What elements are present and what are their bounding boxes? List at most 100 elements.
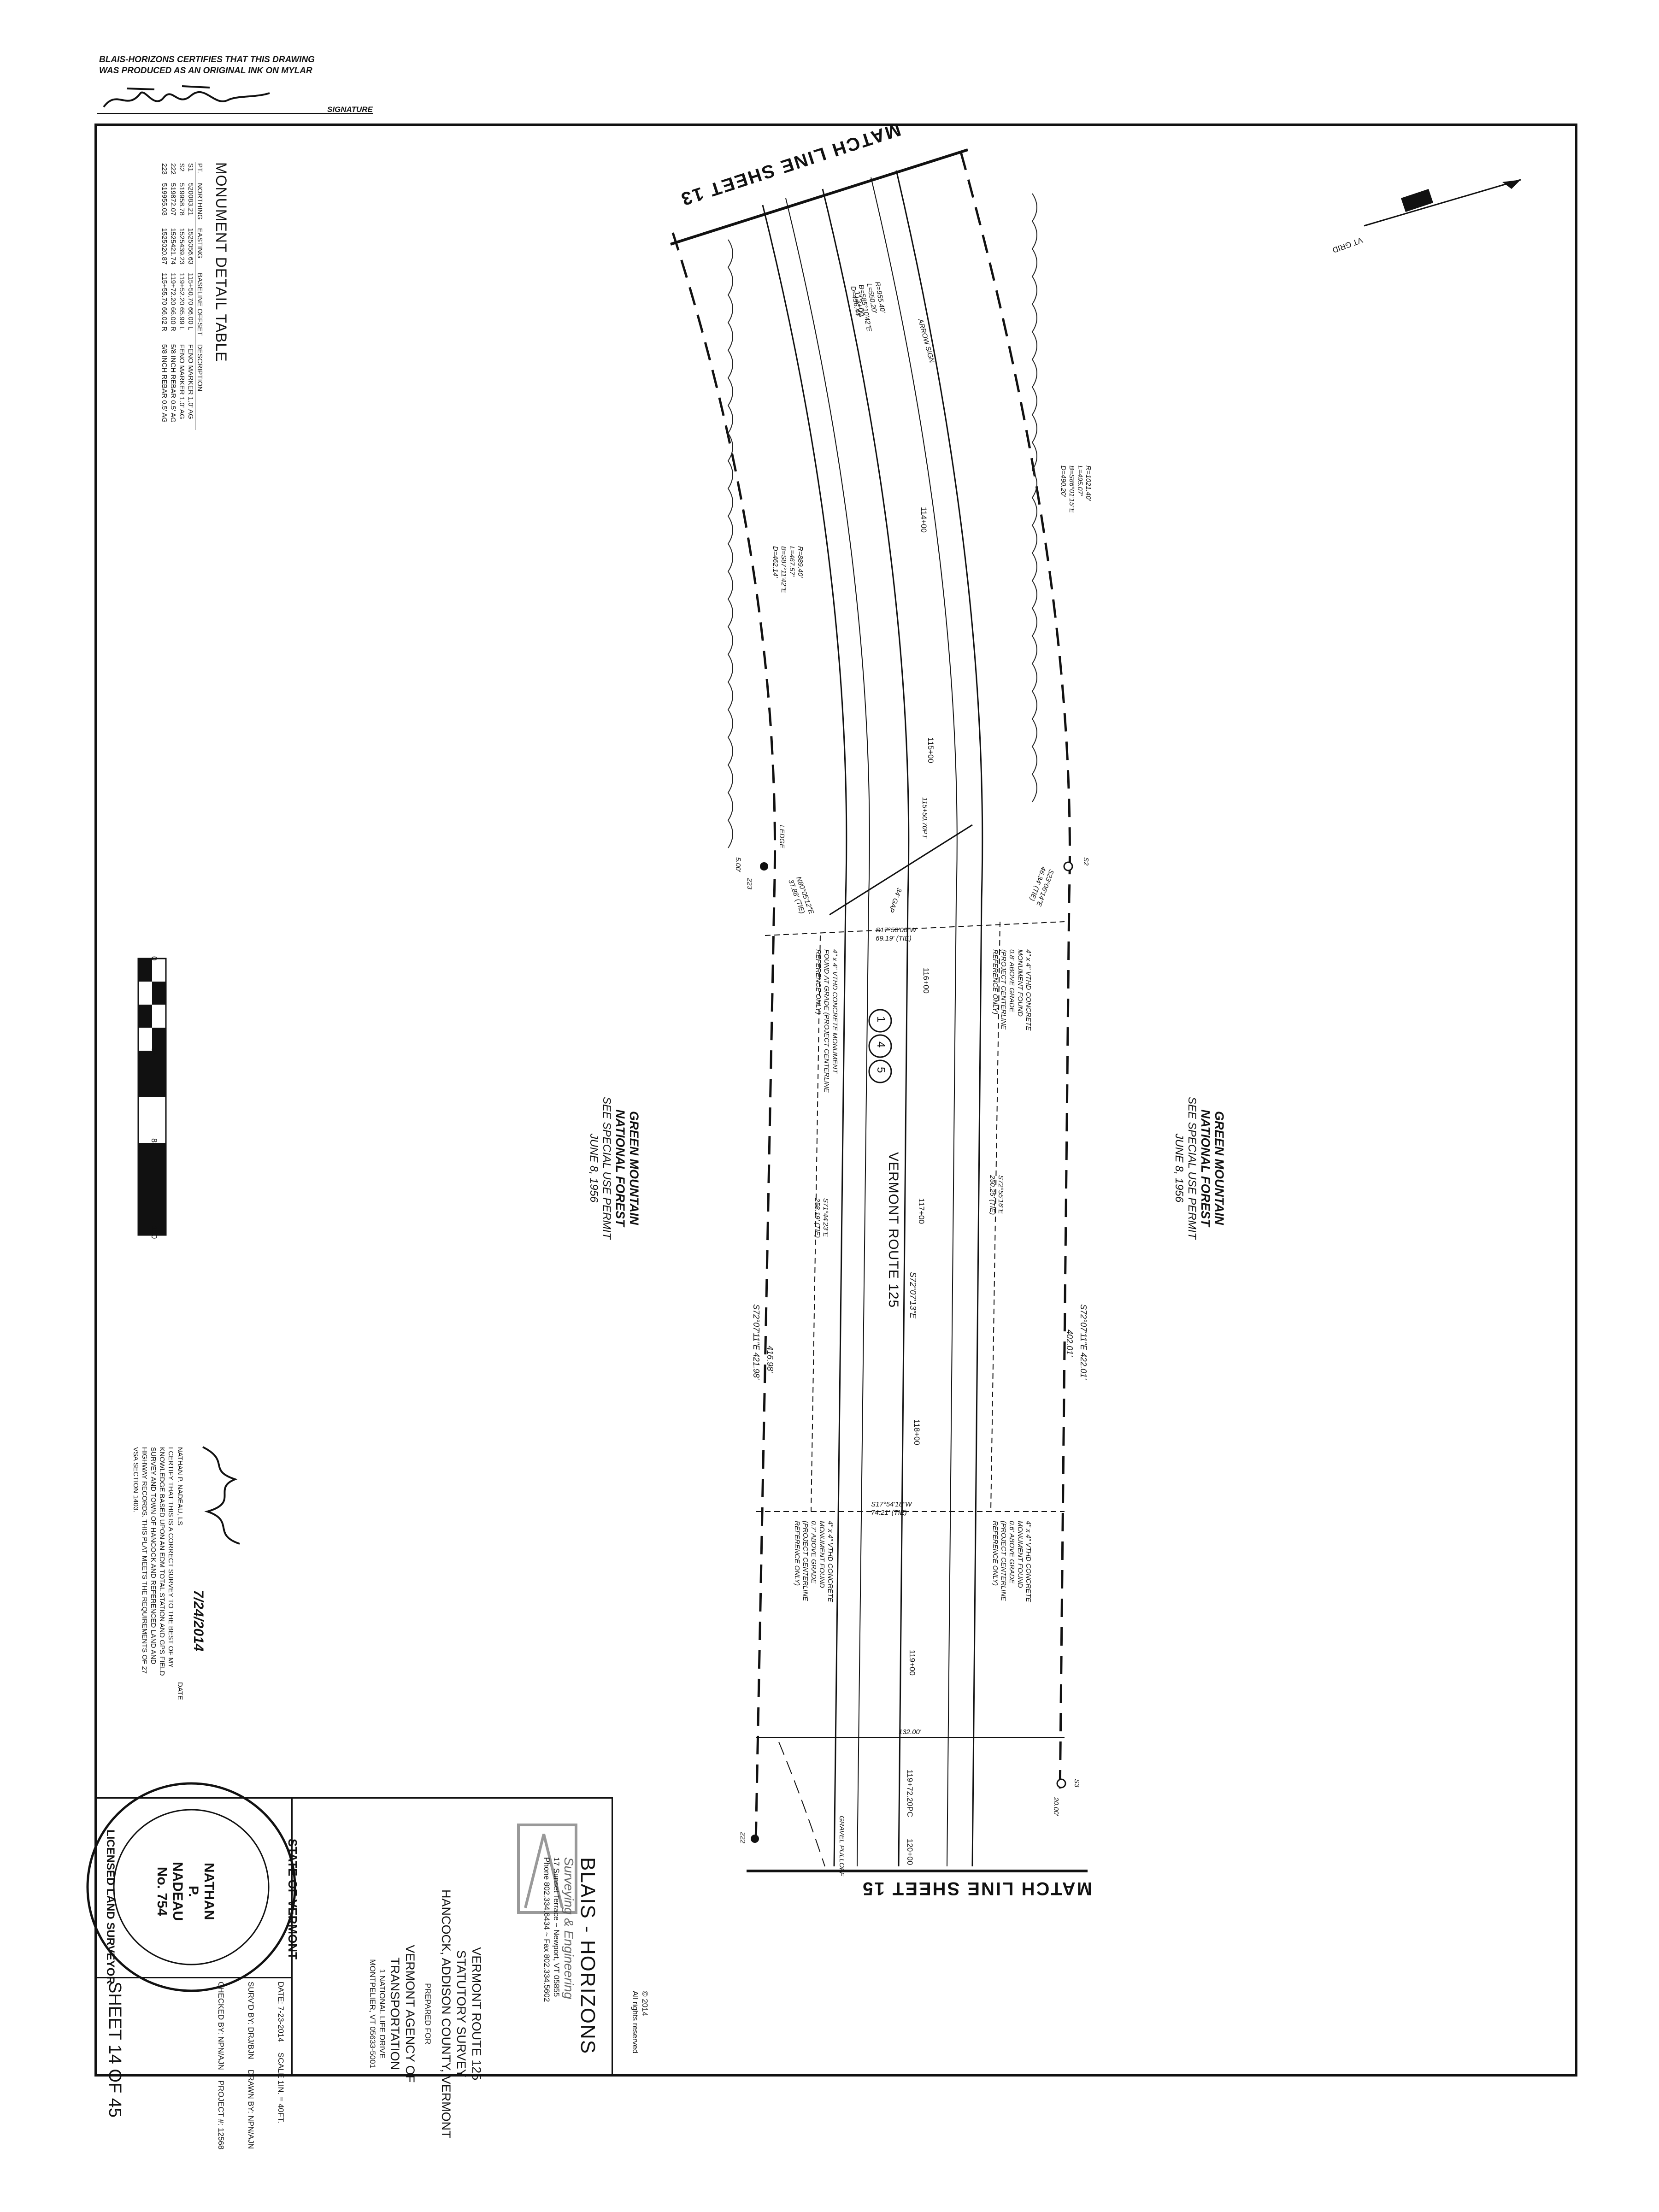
monument-s3-marker <box>1056 1778 1066 1788</box>
route-shield-circle-2 <box>868 1034 892 1058</box>
monument-note-3: 4" x 4" VTHD CONCRETE MONUMENT FOUND 0.6… <box>991 1521 1032 1602</box>
project-number-label: PROJECT #: <box>217 2080 225 2126</box>
monument-223-marker <box>760 862 768 871</box>
project-block: VERMONT ROUTE 125 STATUTORY SURVEY HANCO… <box>368 1889 484 2138</box>
scale-tick-120: 120 <box>150 1226 159 1239</box>
note-line: 0.6' ABOVE GRADE <box>1008 1521 1016 1584</box>
route-shield-1: 1 <box>875 1016 887 1023</box>
monument-note-4: 4" x 4" VTHD CONCRETE MONUMENT FOUND 0.7… <box>793 1521 834 1602</box>
scale-seg <box>152 1028 166 1051</box>
dimension-5-label: 5.00' <box>734 857 742 872</box>
copyright-rights: All rights reserved <box>631 1991 640 2054</box>
note-line: (PROJECT CENTERLINE <box>801 1521 809 1601</box>
seal-name-1: NATHAN <box>201 1862 217 1920</box>
note-line: 4" x 4" VTHD CONCRETE <box>1024 1521 1032 1602</box>
title-block-info-cell <box>94 1977 293 2077</box>
north-arrow-shaft <box>1364 179 1521 227</box>
match-line-13-stroke <box>670 148 968 246</box>
tie-3-distance: 250.25' (TIE) <box>988 1175 996 1215</box>
point-s3-label: S3 <box>1073 1779 1081 1788</box>
client-line-1: VERMONT AGENCY OF <box>403 1945 417 2083</box>
monument-note-2: 4" x 4" VTHD CONCRETE MONUMENT FOUND AT … <box>814 949 839 1093</box>
tie-3-bearing: S72°55'16"E <box>997 1175 1005 1214</box>
bearing-main: S72°07'13"E <box>908 1272 918 1319</box>
note-line: REFERENCE ONLY) <box>991 949 999 1015</box>
point-223-label: 223 <box>746 878 753 890</box>
ledge-label: LEDGE <box>778 825 786 848</box>
seal-center: NATHAN P. NADEAU No. 754 <box>154 1862 217 1921</box>
note-line: MONUMENT FOUND <box>1016 949 1024 1017</box>
info-row-checked: CHECKED BY: NPN/AJN PROJECT #: 12568 <box>216 1982 226 2149</box>
note-line: MONUMENT FOUND <box>1016 1521 1024 1588</box>
surveyor-date-label: DATE <box>176 1682 184 1700</box>
tie-2-distance: 74.21' (TIE) <box>871 1509 907 1517</box>
note-line: REFERENCE ONLY) <box>814 949 822 1015</box>
note-line: FOUND AT GRADE (PROJECT CENTERLINE <box>823 949 830 1093</box>
curve-data-north: R=1021.40' L=495.07' B=S86°01'15"E D=490… <box>1059 465 1092 513</box>
tie-line-3 <box>990 921 1000 1512</box>
point-222-label: 222 <box>739 1832 747 1844</box>
tie-2-bearing: S17°54'18"W <box>871 1500 912 1508</box>
curve-south-r: R=889.40' <box>796 546 804 578</box>
north-arrow-head <box>1502 180 1521 189</box>
curve-north-b: B=S86°01'15"E <box>1068 465 1076 513</box>
monument-s2-marker <box>1063 861 1073 871</box>
station-116: 116+00 <box>922 968 930 994</box>
signature-scribble <box>103 85 270 108</box>
tie-line-1 <box>765 921 1065 936</box>
monument-222-marker <box>751 1835 759 1843</box>
client-address-1: 1 NATIONAL LIFE DRIVE <box>378 1969 387 2059</box>
road-centerline <box>822 188 910 1867</box>
seal-number: No. 754 <box>154 1866 170 1916</box>
tie-2: S17°54'18"W 74.21' (TIE) <box>871 1500 912 1517</box>
firm-block: BLAIS - HORIZONS Surveying & Engineering… <box>542 1857 599 2054</box>
prepared-for: PREPARED FOR <box>424 1983 432 2045</box>
tie-4: S71°44'23"E 258.19' (TIE) <box>813 1198 830 1238</box>
firm-phone: Phone 802.334.6434 ~ Fax 802.334.5602 <box>542 1857 551 2002</box>
curve-south-b: B=S87°11'42"E <box>780 546 788 593</box>
note-line: 0.8' ABOVE GRADE <box>1008 949 1016 1012</box>
drawn-label: DRAWN BY: <box>247 2070 255 2113</box>
tie-4-distance: 258.19' (TIE) <box>813 1198 821 1238</box>
project-line-2: STATUTORY SURVEY <box>454 1950 468 2077</box>
note-line: 4" x 4" VTHD CONCRETE MONUMENT <box>831 949 839 1073</box>
forest-date: JUNE 8, 1956 <box>1173 1133 1185 1203</box>
forest-name-1: GREEN MOUNTAIN <box>1212 1111 1226 1225</box>
client-line-2: TRANSPORTATION <box>388 1957 402 2071</box>
road-edge-south-2 <box>762 205 847 1867</box>
forest-label-south: GREEN MOUNTAIN NATIONAL FOREST SEE SPECI… <box>587 1097 641 1239</box>
curve-north-l: L=495.07' <box>1076 465 1084 496</box>
certification-line-1: BLAIS-HORIZONS CERTIFIES THAT THIS DRAWI… <box>99 55 315 65</box>
station-120: 120+00 <box>906 1839 914 1865</box>
copyright: © 2014 All rights reserved <box>630 1991 650 2053</box>
distance-south: 416.98' <box>765 1346 775 1373</box>
route-name-label: VERMONT ROUTE 125 <box>886 1152 901 1308</box>
scale-seg <box>138 1143 166 1235</box>
sheet-number: SHEET 14 OF 45 <box>105 1982 124 2118</box>
surveyor-signature <box>202 1446 240 1545</box>
firm-name: BLAIS - HORIZONS <box>577 1857 599 2055</box>
note-line: 0.7' ABOVE GRADE <box>810 1521 818 1584</box>
date-label: DATE: <box>276 1982 285 2004</box>
project-number-value: 12568 <box>217 2128 225 2150</box>
scale-seg <box>152 982 166 1005</box>
surveyor-date-handwritten: 7/24/2014 <box>191 1590 206 1652</box>
forest-permit: SEE SPECIAL USE PERMIT <box>1186 1097 1198 1239</box>
curve-south-l: L=467.57' <box>788 546 796 577</box>
firm-logo-mark <box>517 1824 577 1914</box>
signature-label: SIGNATURE <box>327 105 373 114</box>
pt-station-label: 115+50.70PT <box>921 797 929 839</box>
forest-name-1: GREEN MOUNTAIN <box>627 1111 641 1225</box>
tree-line-south <box>727 239 733 848</box>
row-line-south <box>671 232 777 1844</box>
point-s2-label: S2 <box>1082 857 1090 866</box>
note-line: 4" x 4" VTHD CONCRETE <box>826 1521 834 1602</box>
curve-data-south: R=889.40' L=467.57' B=S87°11'42"E D=462.… <box>771 546 804 593</box>
station-118: 118+00 <box>912 1419 921 1445</box>
note-line: (PROJECT CENTERLINE <box>1000 1521 1007 1601</box>
note-line: REFERENCE ONLY) <box>793 1521 801 1586</box>
project-line-1: VERMONT ROUTE 125 <box>470 1947 483 2081</box>
curve-north-r: R=1021.40' <box>1084 465 1092 501</box>
scale-tick-40: 40 <box>150 1046 159 1055</box>
note-line: MONUMENT FOUND <box>818 1521 826 1588</box>
